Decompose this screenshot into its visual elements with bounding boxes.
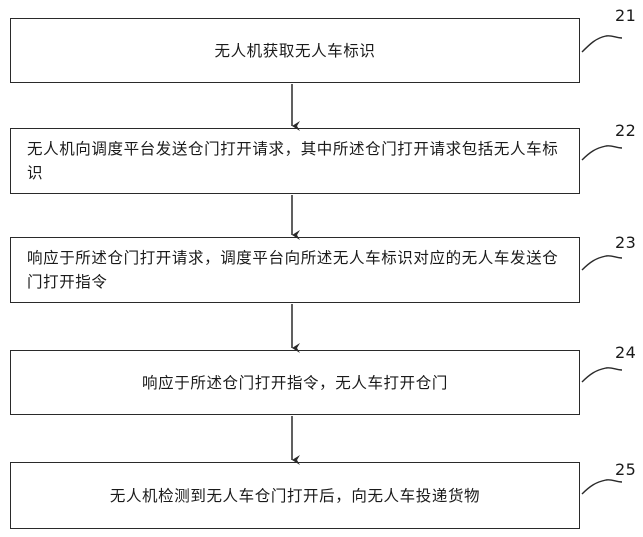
leader-line-24	[581, 367, 623, 383]
leader-line-21	[581, 35, 623, 53]
leader-line-22	[581, 145, 623, 161]
step-box-22: 无人机向调度平台发送仓门打开请求，其中所述仓门打开请求包括无人车标识	[10, 128, 580, 194]
step-box-24: 响应于所述仓门打开指令，无人车打开仓门	[10, 350, 580, 415]
step-text-21: 无人机获取无人车标识	[214, 41, 376, 60]
step-number-25: 25	[615, 460, 637, 479]
step-text-22: 无人机向调度平台发送仓门打开请求，其中所述仓门打开请求包括无人车标识	[27, 140, 559, 182]
step-text-25: 无人机检测到无人车仓门打开后，向无人车投递货物	[109, 486, 481, 505]
leader-line-25	[581, 479, 623, 495]
step-text-23: 响应于所述仓门打开请求，调度平台向所述无人车标识对应的无人车发送仓门打开指令	[27, 249, 559, 291]
step-number-23: 23	[615, 233, 637, 252]
step-box-25: 无人机检测到无人车仓门打开后，向无人车投递货物	[10, 462, 580, 529]
step-box-21: 无人机获取无人车标识	[10, 18, 580, 83]
step-text-24: 响应于所述仓门打开指令，无人车打开仓门	[142, 373, 448, 392]
leader-line-23	[581, 255, 623, 271]
step-number-24: 24	[615, 343, 637, 362]
step-number-21: 21	[615, 6, 637, 25]
step-number-22: 22	[615, 121, 637, 140]
step-box-23: 响应于所述仓门打开请求，调度平台向所述无人车标识对应的无人车发送仓门打开指令	[10, 237, 580, 303]
